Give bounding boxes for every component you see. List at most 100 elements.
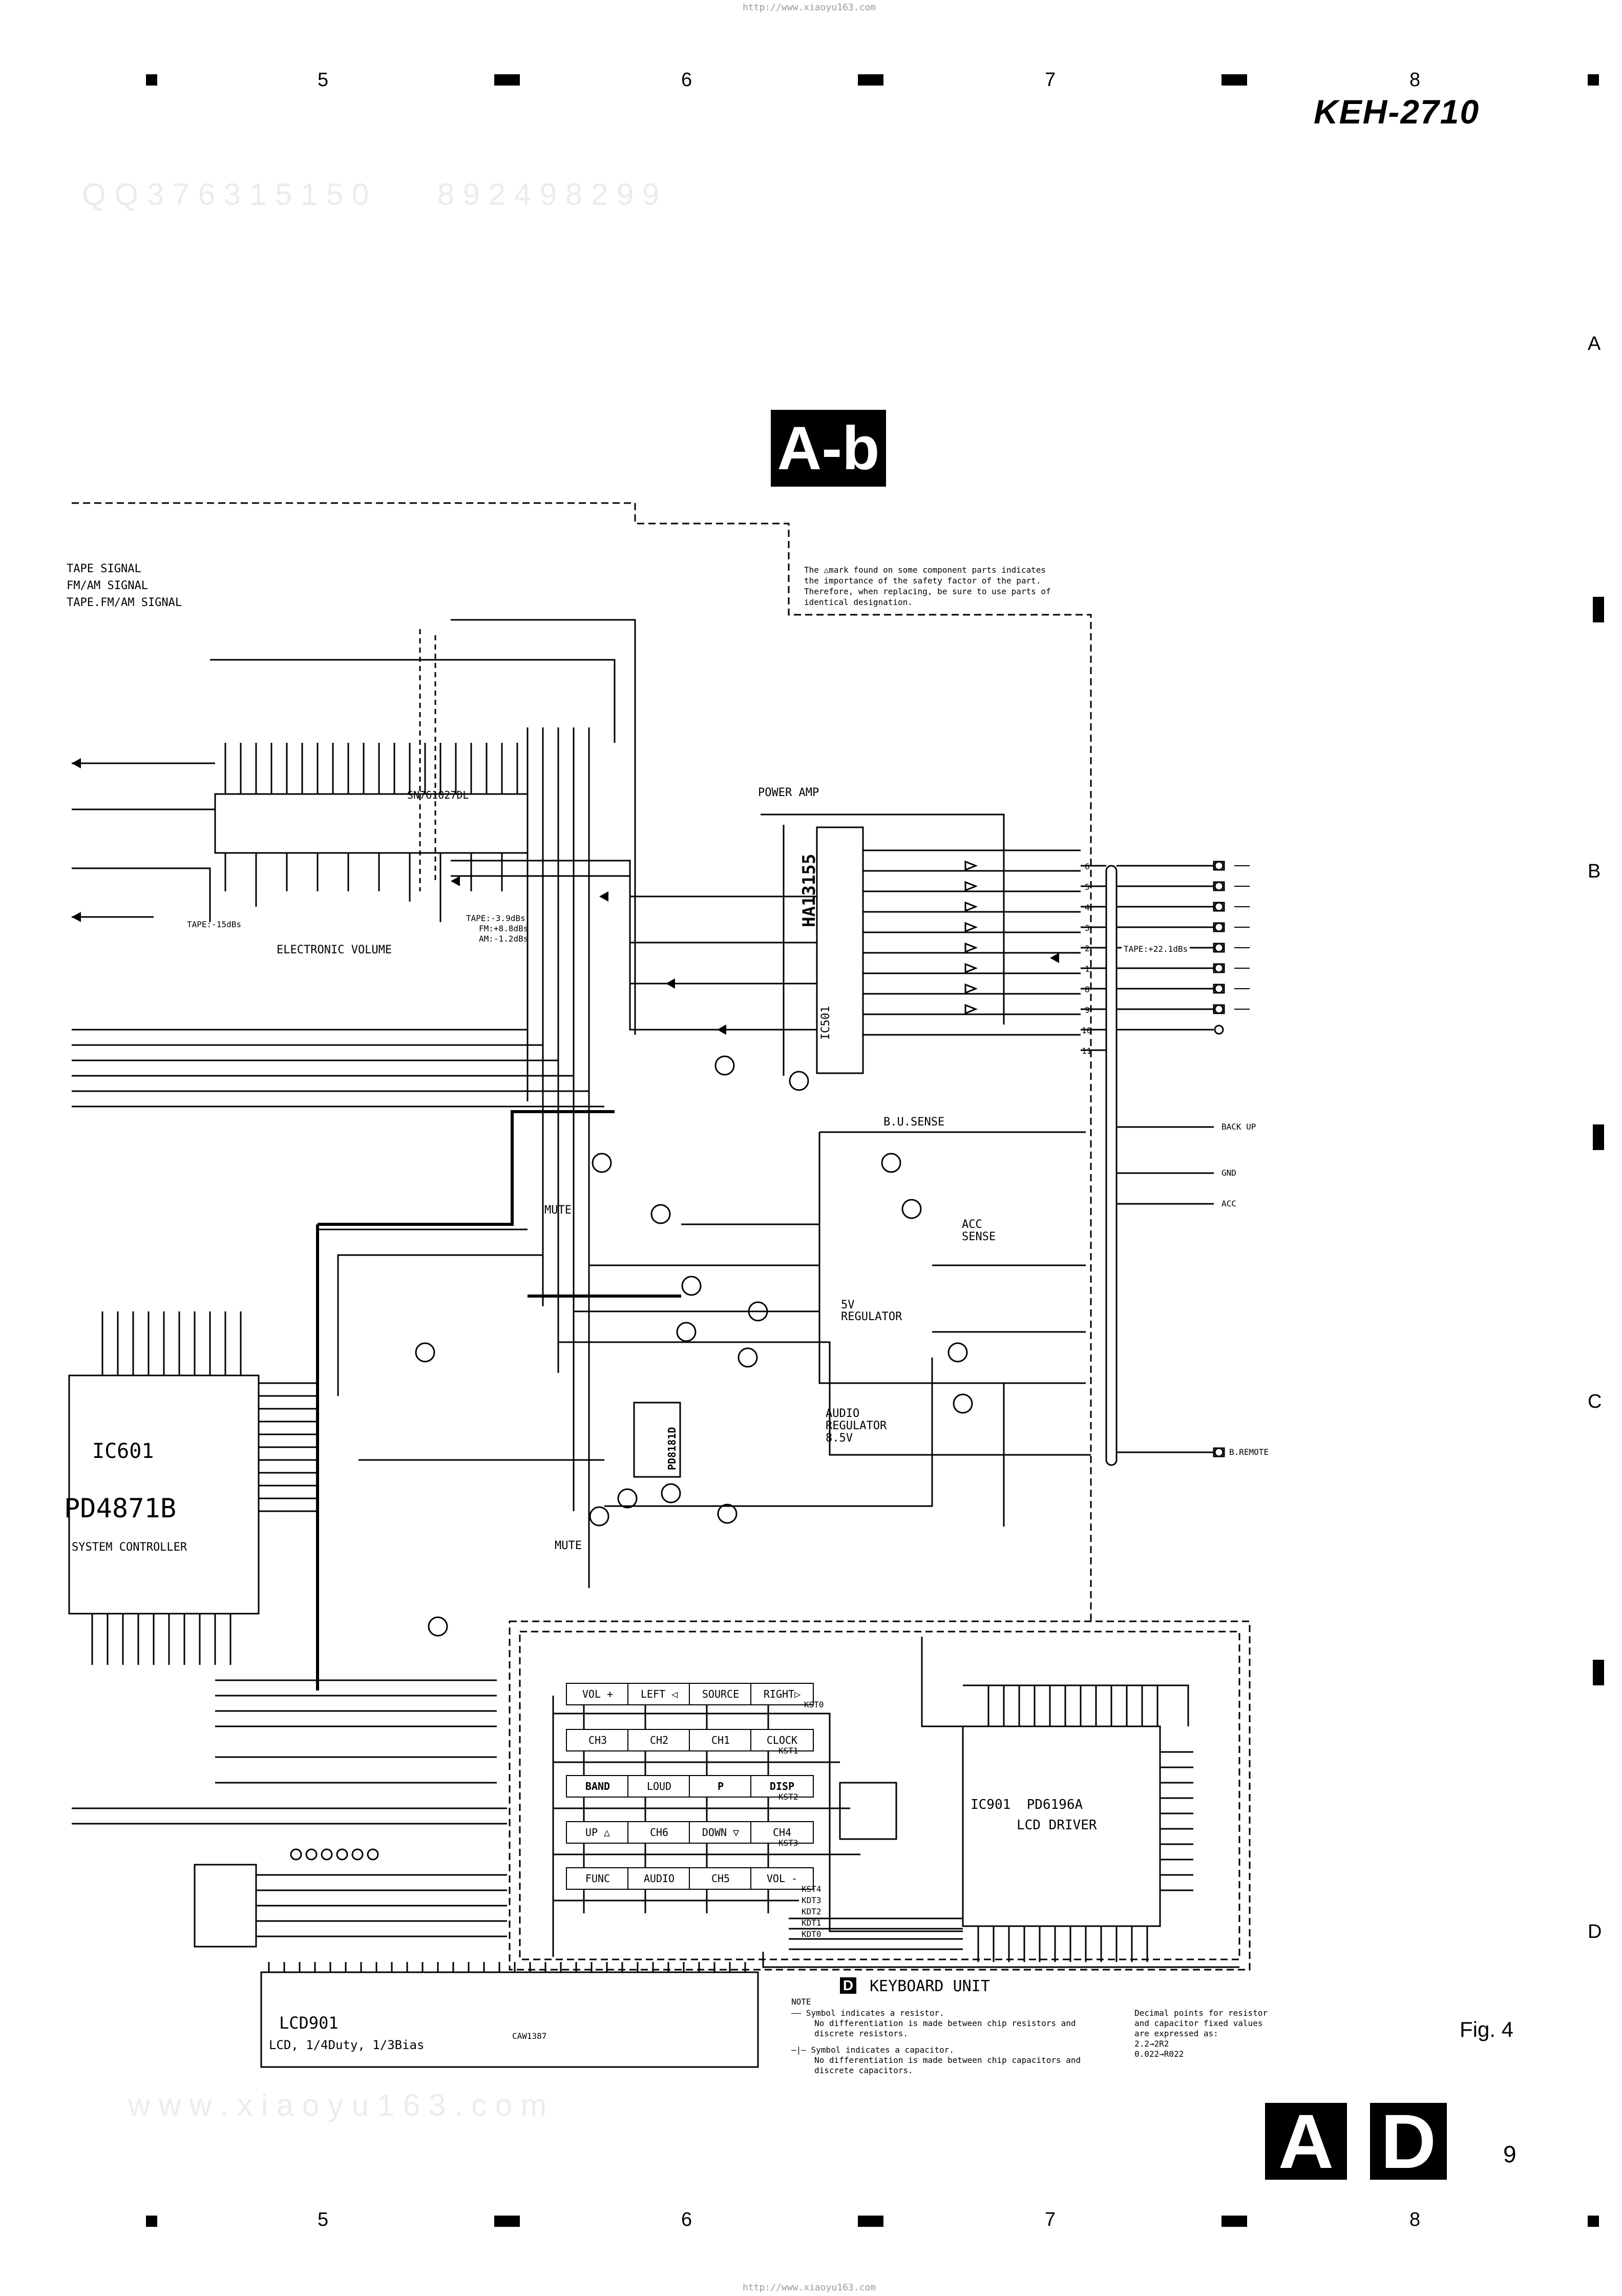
key-ch4[interactable]: CH4	[750, 1821, 814, 1844]
gnd-label: GND	[1221, 1168, 1236, 1178]
note-capacitor: discrete capacitors.	[814, 2065, 913, 2075]
pa-pin: 9	[1085, 1005, 1090, 1015]
safety-note-line: Therefore, when replacing, be sure to us…	[804, 587, 1051, 596]
column-number: 6	[681, 69, 692, 91]
key-down[interactable]: DOWN ▽	[689, 1821, 752, 1844]
key-ch3[interactable]: CH3	[566, 1729, 629, 1751]
back-up-label: BACK UP	[1221, 1122, 1256, 1132]
tape-level-mid: AM:-1.2dBs	[479, 934, 529, 944]
kdt-line-label: KDT1	[802, 1918, 821, 1928]
key-ch5[interactable]: CH5	[689, 1867, 752, 1890]
key-p[interactable]: P	[689, 1775, 752, 1798]
kst-line-label: KST4	[802, 1884, 821, 1894]
tape-level-out: TAPE:+22.1dBs	[1122, 944, 1190, 954]
row-letter: D	[1588, 1921, 1602, 1943]
column-number: 8	[1409, 69, 1421, 91]
column-number: 7	[1045, 69, 1056, 91]
key-ch2[interactable]: CH2	[627, 1729, 691, 1751]
column-number: 5	[318, 2209, 329, 2230]
key-right[interactable]: RIGHT▷	[750, 1683, 814, 1705]
column-number: 6	[681, 2209, 692, 2230]
keyboard-unit-label: KEYBOARD UNIT	[870, 1977, 990, 1995]
system-controller-ref: IC601	[92, 1439, 154, 1463]
lcd-driver-name: LCD DRIVER	[1017, 1818, 1097, 1833]
system-controller-name: SYSTEM CONTROLLER	[72, 1541, 187, 1554]
keyboard-unit-letter: D	[840, 1977, 856, 1994]
kdt-line-label: KDT2	[802, 1907, 821, 1916]
note-decimal: 2.2→2R2	[1134, 2039, 1169, 2049]
lcd-ref: LCD901	[279, 2013, 339, 2033]
mute-label: MUTE	[544, 1204, 572, 1217]
key-disp[interactable]: DISP	[750, 1775, 814, 1798]
pa-pin: 1	[1085, 964, 1090, 974]
acc-sense-label: SENSE	[962, 1230, 996, 1243]
registration-mark	[858, 74, 883, 86]
unit-letter-a: A	[1265, 2103, 1347, 2180]
registration-mark	[1593, 1660, 1604, 1685]
note-decimal: Decimal points for resistor	[1134, 2008, 1268, 2018]
key-func[interactable]: FUNC	[566, 1867, 629, 1890]
registration-mark	[1221, 74, 1247, 86]
column-number: 7	[1045, 2209, 1056, 2230]
safety-note-line: identical designation.	[804, 597, 913, 607]
section-badge: A-b	[771, 410, 886, 487]
key-clock[interactable]: CLOCK	[750, 1729, 814, 1751]
note-decimal: are expressed as:	[1134, 2029, 1218, 2038]
acc-sense-label: ACC	[962, 1218, 982, 1231]
power-amp-ic-label: HA13155	[799, 853, 819, 927]
registration-mark	[146, 2216, 157, 2227]
power-amp-ref-label: IC501	[819, 1006, 832, 1040]
registration-mark	[1221, 2216, 1247, 2227]
key-ch1[interactable]: CH1	[689, 1729, 752, 1751]
registration-mark	[858, 2216, 883, 2227]
column-number: 8	[1409, 2209, 1421, 2230]
note-capacitor: —|— Symbol indicates a capacitor.	[791, 2045, 954, 2055]
kdt-line-label: KDT0	[802, 1929, 821, 1939]
pa-pin: 6	[1085, 862, 1090, 871]
top-url: http://www.xiaoyu163.com	[743, 2, 876, 13]
pa-pin: 8	[1085, 985, 1090, 994]
key-audio[interactable]: AUDIO	[627, 1867, 691, 1890]
mid-ic-label: PD8181D	[666, 1427, 678, 1470]
key-left[interactable]: LEFT ◁	[627, 1683, 691, 1705]
key-source[interactable]: SOURCE	[689, 1683, 752, 1705]
legend-tape-signal: TAPE SIGNAL	[67, 562, 141, 575]
key-vol-up[interactable]: VOL +	[566, 1683, 629, 1705]
regulator-5v-label: REGULATOR	[841, 1310, 902, 1323]
key-band[interactable]: BAND	[566, 1775, 629, 1798]
registration-mark	[1588, 2216, 1599, 2227]
legend-tape-fmam-signal: TAPE.FM/AM SIGNAL	[67, 596, 182, 609]
audio-regulator-label: 8.5V	[826, 1432, 853, 1445]
pa-pin: 5	[1085, 882, 1090, 892]
pa-pin: 3	[1085, 923, 1090, 933]
note-title: NOTE	[791, 1997, 811, 2007]
row-letter: C	[1588, 1391, 1602, 1412]
acc-label: ACC	[1221, 1199, 1236, 1208]
bu-sense-label: B.U.SENSE	[883, 1116, 945, 1129]
key-up[interactable]: UP △	[566, 1821, 629, 1844]
registration-mark	[146, 74, 157, 86]
legend-fmam-signal: FM/AM SIGNAL	[67, 579, 148, 592]
key-ch6[interactable]: CH6	[627, 1821, 691, 1844]
electronic-volume-label: ELECTRONIC VOLUME	[277, 944, 392, 956]
tape-level-mid: FM:+8.8dBs	[479, 924, 529, 933]
row-letter: A	[1588, 333, 1601, 354]
tape-level-mid: TAPE:-3.9dBs	[466, 913, 525, 923]
kdt-line-label: KDT3	[802, 1895, 821, 1905]
key-loud[interactable]: LOUD	[627, 1775, 691, 1798]
evol-ic-label: SN761027DL	[407, 789, 469, 801]
system-controller-part: PD4871B	[64, 1493, 177, 1524]
kst-line-label: KST2	[778, 1792, 798, 1802]
column-number: 5	[318, 69, 329, 91]
registration-mark	[1593, 597, 1604, 622]
model-number: KEH-2710	[1314, 93, 1480, 131]
note-resistor: —— Symbol indicates a resistor.	[791, 2008, 944, 2018]
audio-regulator-label: REGULATOR	[826, 1420, 887, 1432]
watermark: w w w . x i a o y u 1 6 3 . c o m	[128, 2088, 546, 2122]
key-vol-down[interactable]: VOL -	[750, 1867, 814, 1890]
pa-pin: 11	[1082, 1046, 1092, 1056]
unit-letter-d: D	[1370, 2103, 1447, 2180]
lcd-part: CAW1387	[512, 2031, 547, 2041]
bottom-url: http://www.xiaoyu163.com	[743, 2282, 876, 2293]
